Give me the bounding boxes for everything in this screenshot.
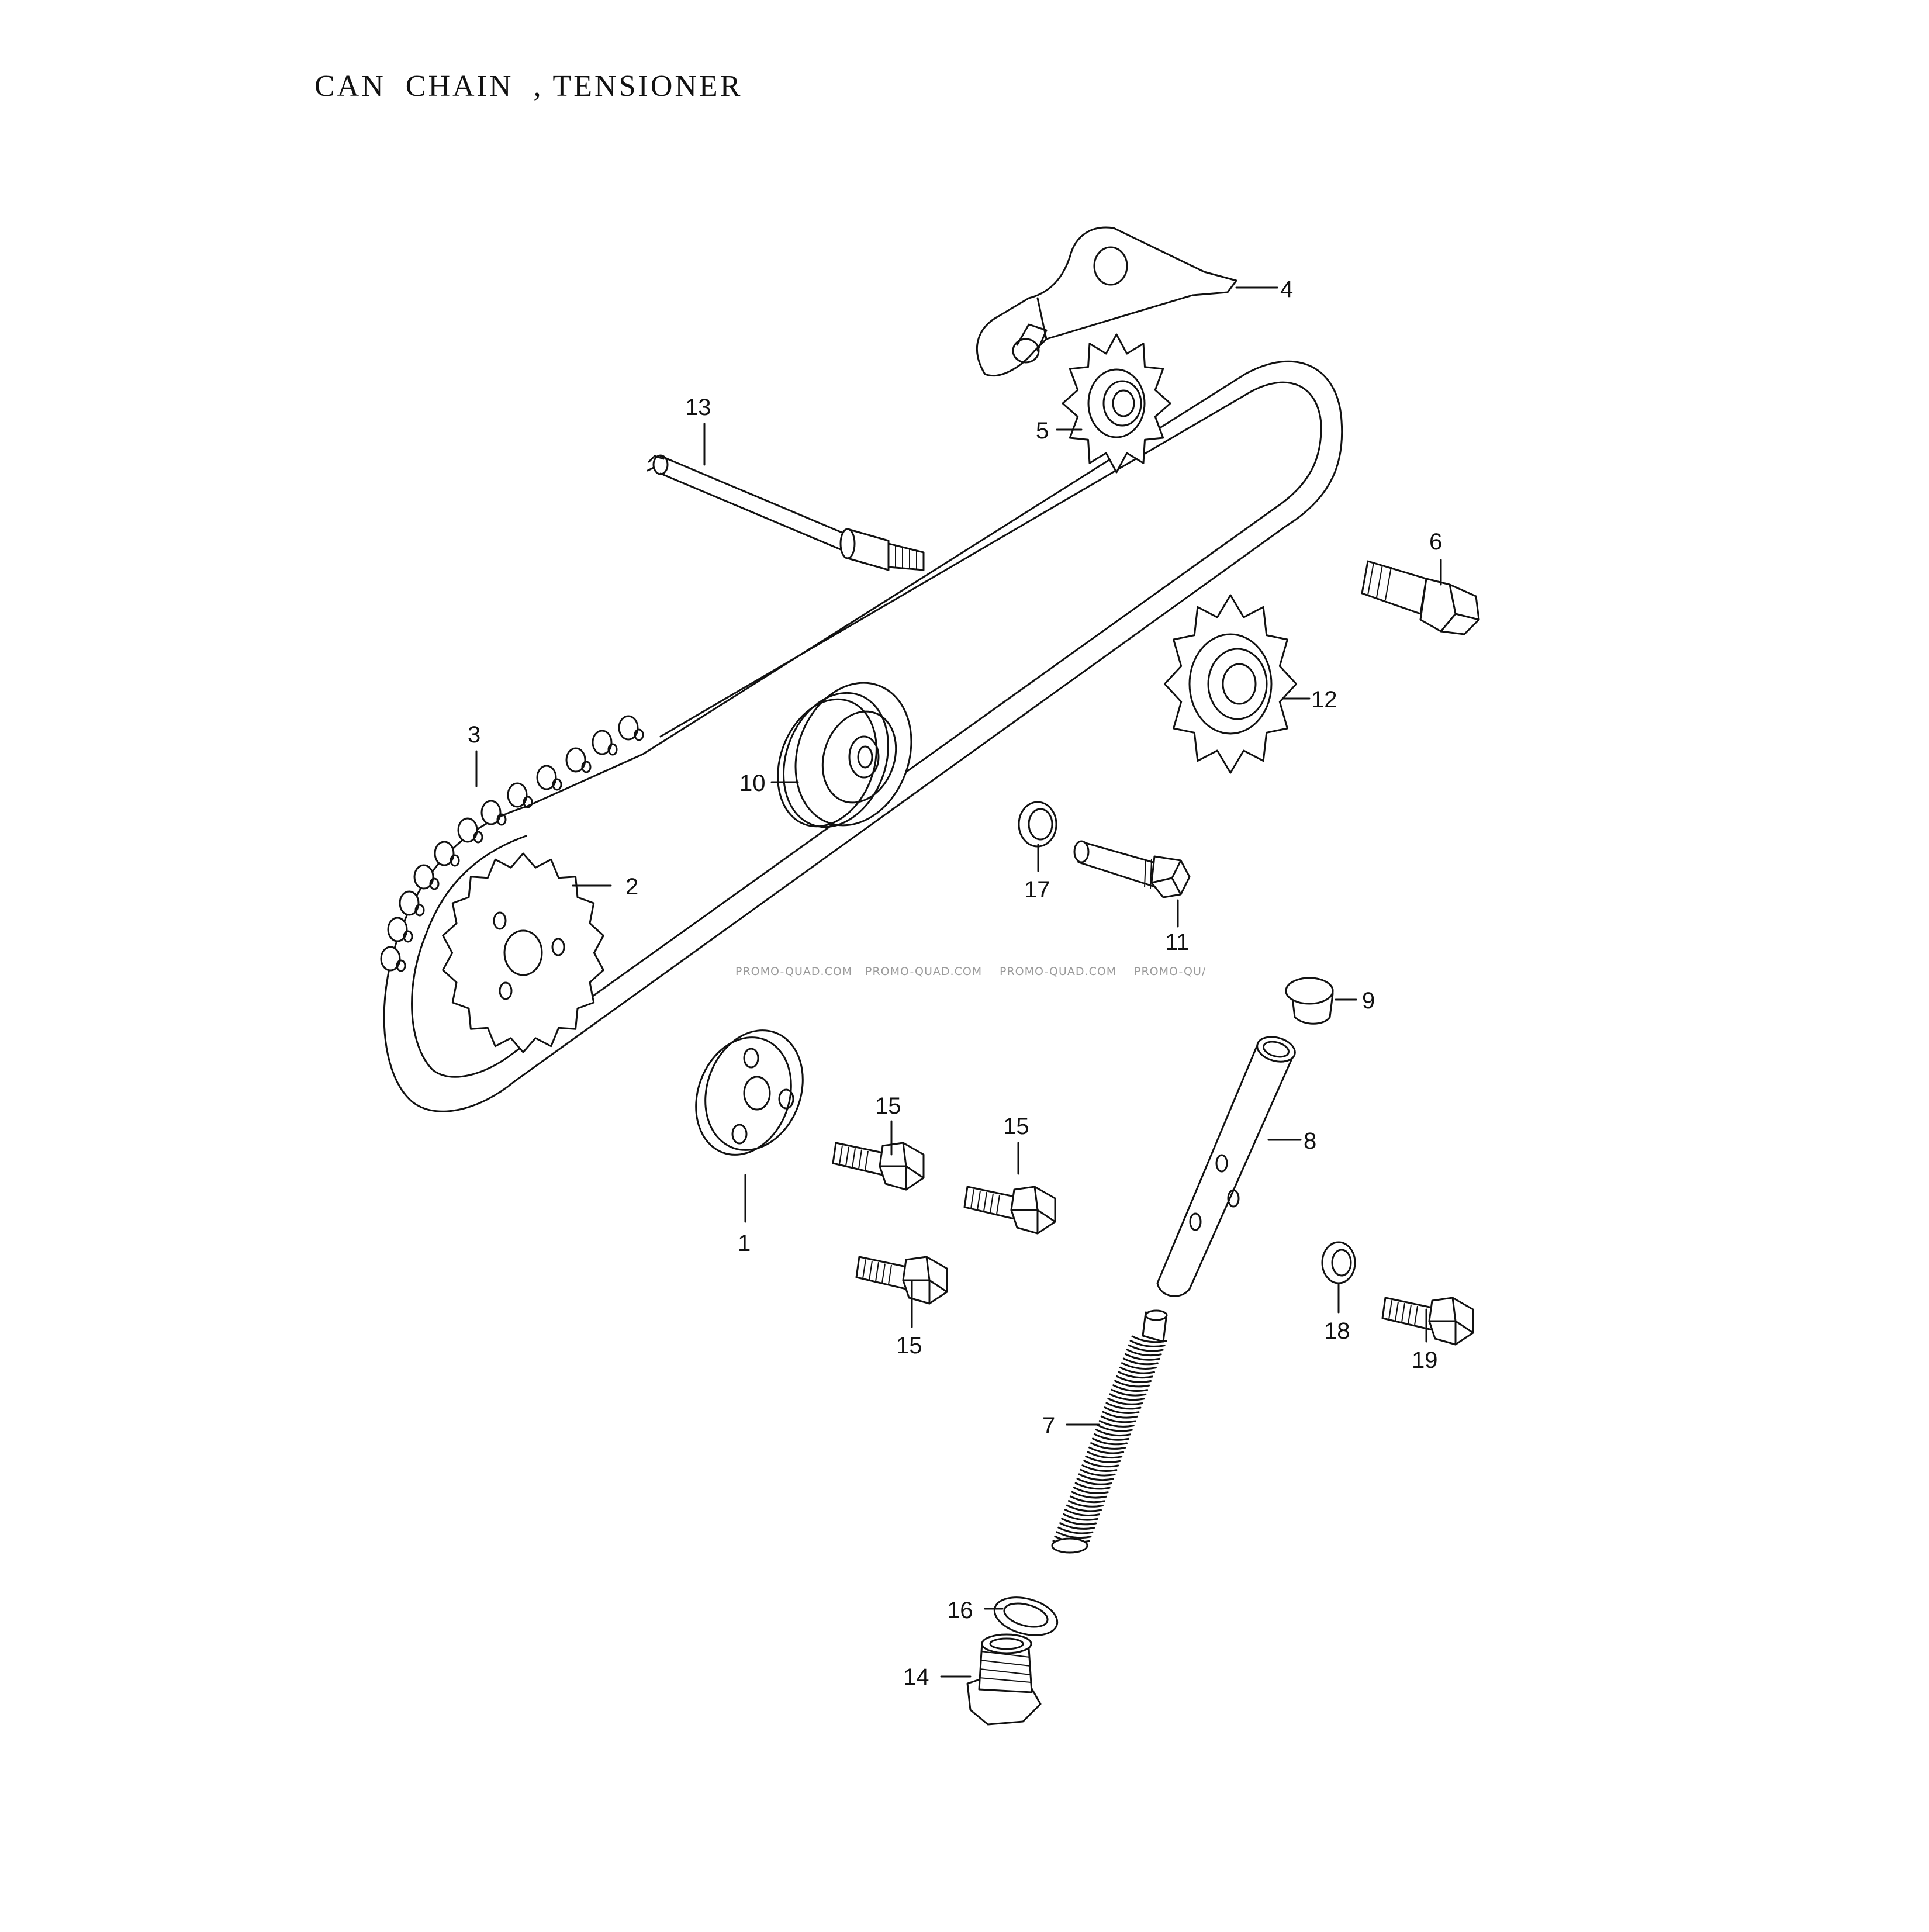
callout-18: 18: [1324, 1318, 1350, 1344]
sprocket-plate: [695, 1029, 804, 1156]
watermark-strip: PROMO-QUAD.COM PROMO-QUAD.COM PROMO-QUAD…: [735, 965, 1206, 978]
callout-19: 19: [1412, 1347, 1438, 1373]
washer-17: [1018, 801, 1057, 848]
bolt-15: [963, 1186, 1056, 1235]
callout-5: 5: [1036, 418, 1049, 444]
chain-link: [380, 946, 401, 972]
callout-15: 15: [1003, 1114, 1029, 1139]
chain-roller: [473, 831, 483, 844]
chain-roller: [581, 761, 592, 773]
callout-10: 10: [739, 770, 766, 796]
callout-9: 9: [1362, 988, 1375, 1014]
chain-link: [618, 715, 639, 741]
chain-link: [434, 841, 455, 866]
guide-shaft: [647, 454, 925, 571]
chain-roller: [634, 728, 644, 741]
chain-link: [536, 765, 557, 790]
chain-roller: [496, 813, 507, 826]
lower-idler-sprocket: [1164, 594, 1297, 774]
chain-link: [457, 817, 478, 843]
callout-4: 4: [1280, 277, 1293, 302]
spring-coil-lines: [1052, 1335, 1167, 1548]
upper-idler-sprocket: [1062, 333, 1171, 474]
tensioner-spring: [1051, 1309, 1168, 1554]
watermark-text: PROMO-QUAD.COM: [865, 965, 982, 978]
tensioner-bracket: [976, 226, 1237, 377]
callout-15: 15: [875, 1093, 901, 1119]
callout-17: 17: [1024, 877, 1050, 903]
callout-12: 12: [1311, 687, 1337, 713]
bolt-15: [832, 1142, 925, 1191]
plug-bolt-14: [966, 1633, 1042, 1726]
cam-chain: [380, 360, 1343, 1112]
chain-link: [480, 800, 502, 825]
callout-16: 16: [947, 1598, 973, 1623]
callout-15: 15: [896, 1333, 922, 1359]
watermark-text: PROMO-QUAD.COM: [1000, 965, 1116, 978]
chain-roller: [552, 778, 562, 791]
callout-1: 1: [738, 1231, 751, 1256]
chain-roller: [396, 959, 406, 972]
chain-link: [565, 747, 586, 773]
tensioner-cap: [1285, 977, 1334, 1025]
callout-numbers: 1 2 3 4 5 6 7 8 9 10 11 12 13 14 15 15 1…: [468, 277, 1442, 1690]
chain-roller: [523, 796, 533, 808]
callout-11: 11: [1165, 929, 1190, 955]
chain-roller: [414, 904, 425, 917]
chain-roller: [450, 854, 460, 867]
guide-roller: [777, 682, 912, 828]
chain-link: [399, 890, 420, 916]
chain-link: [387, 917, 408, 942]
cam-sprocket: [442, 852, 604, 1053]
callout-14: 14: [903, 1664, 929, 1690]
spring-end: [1051, 1537, 1088, 1554]
callout-13: 13: [685, 395, 711, 420]
chain-link: [592, 730, 613, 755]
pivot-bolt-11: [1073, 840, 1191, 898]
chain-roller: [429, 877, 440, 890]
chain-roller: [403, 930, 413, 943]
diagram-title: CAN CHAIN , TENSIONER: [314, 70, 743, 103]
callout-7: 7: [1042, 1413, 1055, 1439]
bolt-6: [1361, 560, 1480, 635]
bolt-19: [1381, 1297, 1474, 1346]
callout-6: 6: [1429, 529, 1442, 555]
chain-roller: [607, 743, 618, 756]
bolt-15: [855, 1256, 948, 1305]
callout-3: 3: [468, 722, 480, 748]
tensioner-push-rod: [1156, 1036, 1296, 1297]
watermark-text: PROMO-QU/: [1134, 965, 1206, 978]
watermark-text: PROMO-QUAD.COM: [735, 965, 852, 978]
leader-lines: [475, 286, 1442, 1678]
washer-18: [1321, 1241, 1356, 1284]
callout-8: 8: [1304, 1128, 1316, 1154]
callout-2: 2: [625, 874, 638, 900]
chain-link: [413, 864, 434, 890]
chain-link: [507, 782, 528, 808]
